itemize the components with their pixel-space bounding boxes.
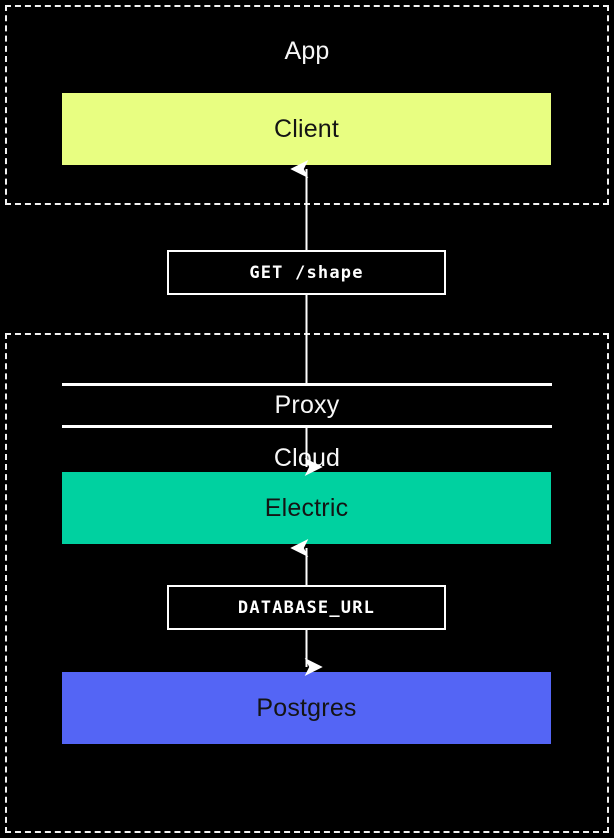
node-postgres-label: Postgres xyxy=(256,693,357,722)
node-electric[interactable]: Electric xyxy=(62,472,551,544)
edge-label-get-shape-text: GET /shape xyxy=(249,262,364,283)
node-client-label: Client xyxy=(273,114,340,143)
edge-label-database-url: DATABASE_URL xyxy=(167,585,446,630)
node-postgres[interactable]: Postgres xyxy=(62,672,551,744)
group-cloud-label: Cloud xyxy=(273,444,341,472)
node-proxy[interactable]: Proxy xyxy=(62,383,552,428)
node-client[interactable]: Client xyxy=(62,93,551,165)
edge-label-database-url-text: DATABASE_URL xyxy=(237,597,376,618)
node-electric-label: Electric xyxy=(264,493,349,522)
node-proxy-label: Proxy xyxy=(274,391,340,419)
edge-label-get-shape: GET /shape xyxy=(167,250,446,295)
group-app-label: App xyxy=(284,37,330,65)
